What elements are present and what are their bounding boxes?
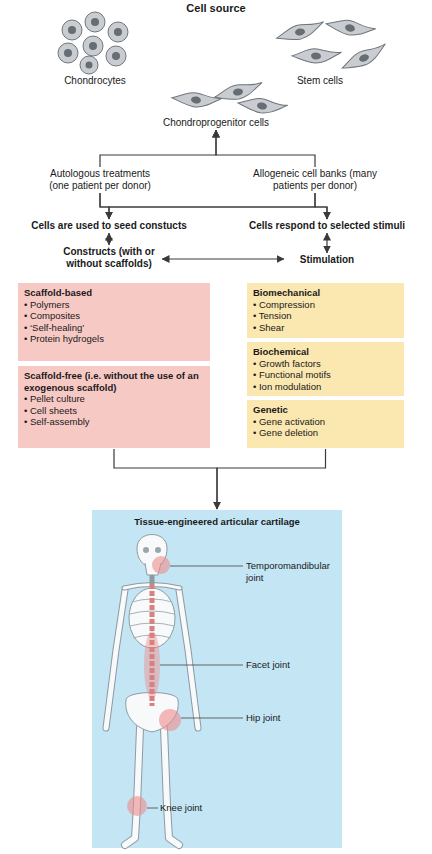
node-text: Biomechanical — [253, 287, 398, 299]
stem-cell — [325, 15, 376, 41]
stem-cell — [291, 47, 341, 65]
chondrocyte — [106, 46, 126, 66]
node-text: Cells are used to seed constucts — [4, 220, 214, 232]
chondrocyte — [83, 36, 103, 56]
joint-label: Temporomandibular joint — [246, 560, 340, 583]
cell-nucleus — [112, 52, 120, 60]
cell-nucleus — [68, 26, 76, 34]
cell-body — [171, 89, 222, 111]
bullet-item: • Polymers — [24, 299, 204, 311]
flow-arrow — [216, 130, 315, 167]
flow-arrow — [109, 193, 315, 219]
step-heading: Cells respond to selected stimuli — [222, 220, 432, 232]
cell-label: Chondroprogenitor cells — [141, 117, 291, 129]
bullet-item: • Ion modulation — [253, 381, 398, 393]
chondroprogenitor-cell — [237, 94, 288, 118]
cell-nucleus — [358, 53, 370, 63]
cell-nucleus — [311, 52, 322, 60]
figure-title: Cell source — [0, 2, 432, 15]
cell-body — [291, 47, 341, 65]
joint-label: Knee joint — [160, 802, 230, 814]
bullet-item: • Composites — [24, 310, 204, 322]
flow-arrow — [326, 233, 327, 253]
chondrocyte — [62, 20, 82, 40]
cell-nucleus — [294, 28, 305, 37]
chondrocyte — [85, 12, 105, 32]
chondrocyte — [58, 43, 78, 63]
node-text: Chondrocytes — [45, 75, 145, 87]
bullet-item: • Protein hydrogels — [24, 333, 204, 345]
cell-body — [275, 21, 326, 43]
method-box: Scaffold-free (i.e. without the use of a… — [18, 366, 210, 448]
bullet-item: • Pellet culture — [24, 393, 204, 405]
flow-arrow — [315, 193, 327, 219]
cell-nucleus — [233, 88, 244, 96]
node-text: Scaffold-free (i.e. without the use of a… — [24, 370, 204, 393]
source-text: Autologous treatments (one patient per d… — [40, 168, 160, 192]
node-text: Genetic — [253, 404, 398, 416]
cell-nucleus — [190, 96, 201, 105]
bullet-item: • Growth factors — [253, 358, 398, 370]
stimulus-box: Biomechanical• Compression• Tension• She… — [247, 283, 404, 338]
bullet-item: • Tension — [253, 310, 398, 322]
cell-nucleus — [91, 18, 99, 26]
node-text: Autologous treatments (one patient per d… — [40, 168, 160, 192]
cell-label: Stem cells — [270, 75, 370, 87]
chondrocyte — [108, 22, 128, 42]
source-text: Allogeneic cell banks (many patients per… — [249, 168, 381, 192]
node-text: Constructs (with or without scaffolds) — [59, 246, 159, 270]
node-text: Biochemical — [253, 346, 398, 358]
chondroprogenitor-cell — [171, 89, 222, 111]
joint-label: Facet joint — [246, 659, 336, 671]
node-text: Allogeneic cell banks (many patients per… — [249, 168, 381, 192]
bullet-item: • ‘Self-healing’ — [24, 322, 204, 334]
cell-body — [213, 81, 263, 102]
cell-body — [339, 43, 390, 73]
cell-body — [325, 15, 376, 41]
cell-nucleus — [89, 42, 97, 50]
flow-arrow — [114, 449, 217, 509]
cell-nucleus — [344, 23, 355, 32]
cell-nucleus — [64, 49, 72, 57]
node-text: Chondroprogenitor cells — [141, 117, 291, 129]
chondrocyte — [80, 56, 98, 74]
cell-nucleus — [114, 28, 122, 36]
stimulus-box: Biochemical• Growth factors• Functional … — [247, 342, 404, 396]
method-box: Scaffold-based• Polymers• Composites• ‘S… — [18, 283, 210, 361]
node-text: Tissue-engineered articular cartilage — [98, 516, 336, 528]
flow-arrow — [100, 193, 327, 219]
stem-cell — [275, 21, 326, 43]
bullet-item: • Self-assembly — [24, 416, 204, 428]
joint-label: Hip joint — [246, 712, 336, 724]
bullet-item: • Compression — [253, 299, 398, 311]
cell-body — [237, 94, 288, 118]
cell-nucleus — [256, 102, 267, 111]
bullet-item: • Gene activation — [253, 416, 398, 428]
node-text: Stem cells — [270, 75, 370, 87]
chondrocyte-cluster — [58, 12, 128, 74]
node-text: Cells respond to selected stimuli — [222, 220, 432, 232]
step-heading: Stimulation — [287, 254, 367, 266]
node-text: Stimulation — [287, 254, 367, 266]
step-heading: Constructs (with or without scaffolds) — [59, 246, 159, 270]
flow-arrow — [108, 233, 109, 245]
chondroprogenitor-cell — [213, 81, 263, 102]
bullet-item: • Cell sheets — [24, 405, 204, 417]
bullet-item: • Shear — [253, 322, 398, 334]
stem-cell — [339, 43, 390, 73]
flow-arrow — [162, 258, 284, 259]
flow-arrow — [217, 449, 326, 509]
cell-label: Chondrocytes — [45, 75, 145, 87]
step-heading: Cells are used to seed constucts — [4, 220, 214, 232]
flow-arrow — [100, 193, 109, 219]
bullet-item: • Gene deletion — [253, 427, 398, 439]
bullet-item: • Functional motifs — [253, 369, 398, 381]
cell-nucleus — [86, 62, 93, 69]
flow-arrow — [100, 130, 216, 167]
stimulus-box: Genetic• Gene activation• Gene deletion — [247, 400, 404, 448]
node-text: Scaffold-based — [24, 287, 204, 299]
